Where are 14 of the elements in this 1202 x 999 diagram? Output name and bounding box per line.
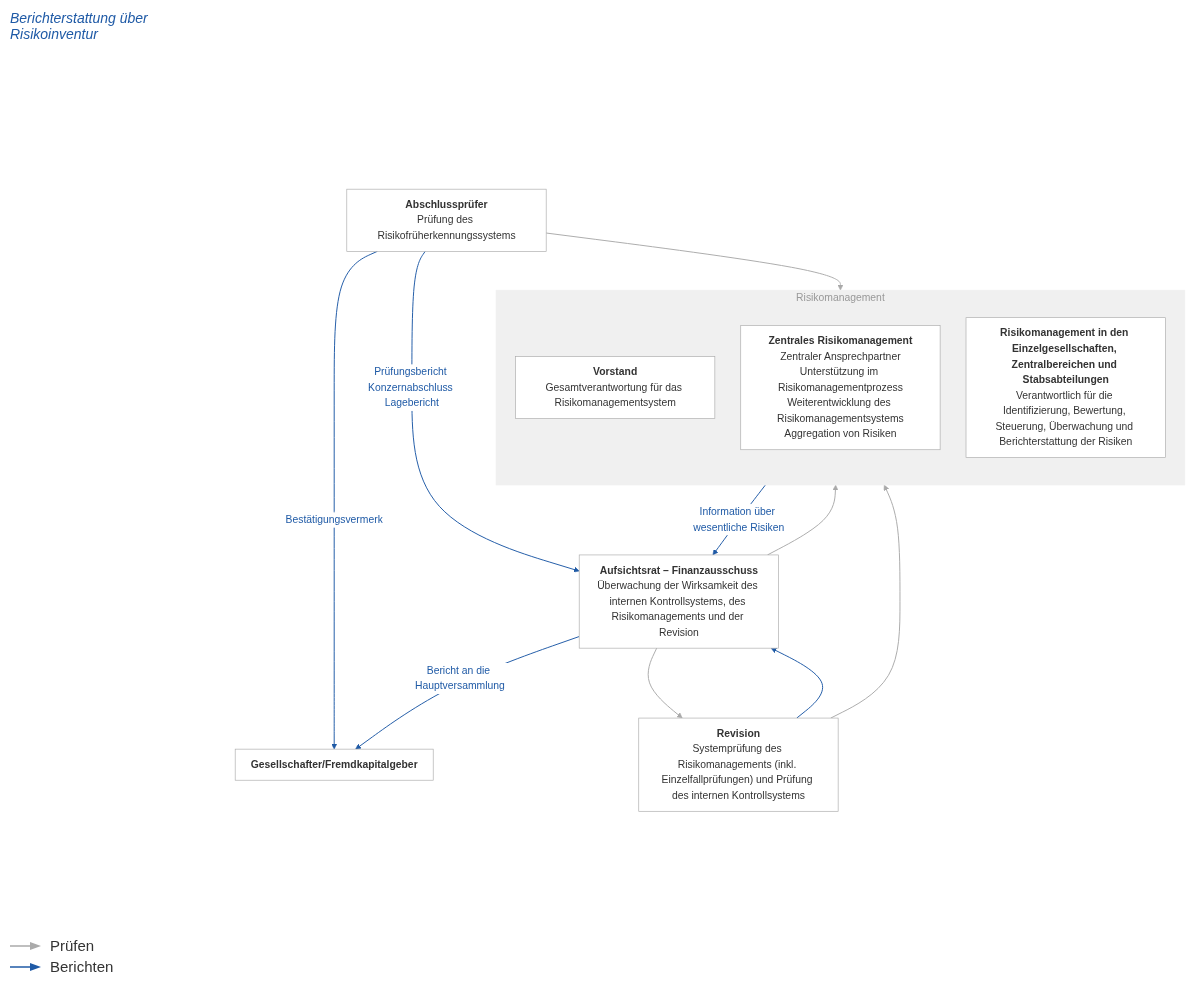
- node-box: Revision Systemprüfung des Risikomanagements (inkl. Einzelfallprüfungen) und Prüfung des internen Kontrollsystems: [638, 717, 839, 812]
- edge-label: Bericht an die Hauptversammlung: [414, 664, 505, 692]
- edge-label: Prüfungsbericht Konzernabschluss Lagebericht: [368, 366, 453, 409]
- node-box: Zentrales Risikomanagement Zentraler Ansprechpartner Unterstützung im Risikomanagementprozess Weiterentwicklung des Risikomanagementsystems Aggregation von Risiken: [740, 324, 941, 450]
- note-text: Berichterstattung über Risikoinventur: [10, 10, 149, 42]
- node-box: Abschlussprüfer Prüfung des Risikofrüherkennungssystems: [346, 188, 547, 252]
- edge-label: Information über wesentliche Risiken: [693, 505, 785, 533]
- node-box: Gesellschafter/Fremdkapitalgeber: [234, 748, 434, 781]
- node-box: Risikomanagement in den Einzelgesellschaften, Zentralbereichen und Stabsabteilungen Verantwortlich für die Identifizierung, Bewertung, Steuerung, Überwachung und Berichterstattung der Risiken: [965, 317, 1166, 458]
- node-box: Vorstand Gesamtverantwortung für das Risikomanagementsystem: [515, 355, 716, 419]
- legend-label: Prüfen: [50, 937, 95, 954]
- legend-label: Berichten: [50, 958, 114, 975]
- edge-label: Bestätigungsvermerk: [285, 513, 383, 525]
- node-box: Aufsichtsrat – Finanzausschuss Überwachung der Wirksamkeit des internen Kontrollsystems, des Risikomanagements und der Revision: [578, 554, 779, 649]
